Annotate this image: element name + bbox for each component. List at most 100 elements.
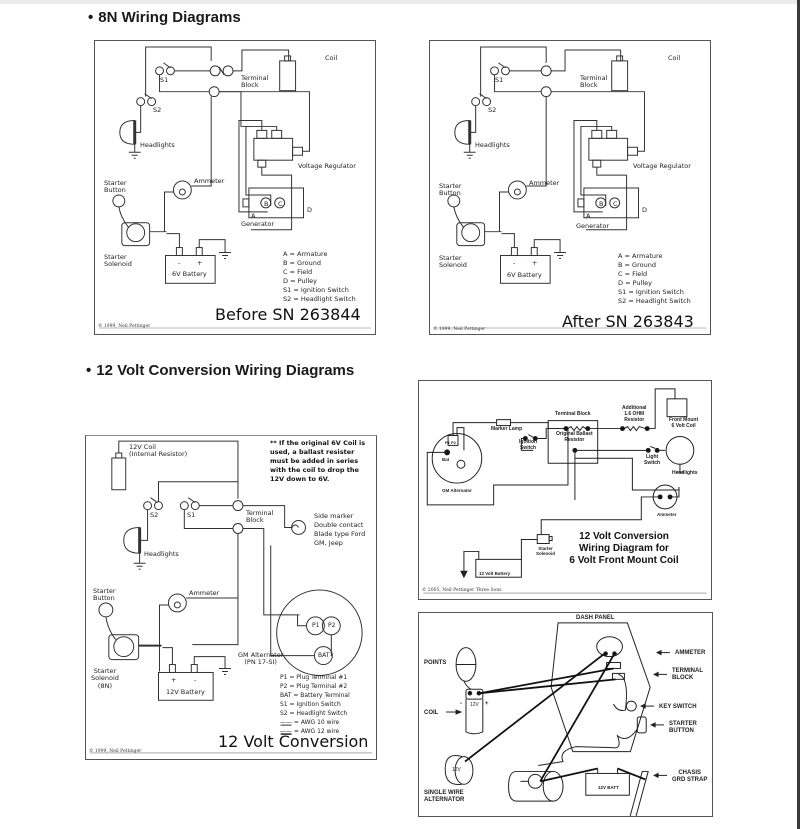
- label-starter-solenoid: Starter Solenoid: [104, 253, 132, 269]
- label-marker-lamp: Marker Lamp: [491, 426, 523, 432]
- label-terminal-block: Terminal Block: [246, 509, 274, 525]
- legend-item: D = Pulley: [283, 277, 317, 285]
- label-battery: 6V Battery: [172, 270, 207, 278]
- label-ammeter: AMMETER: [675, 650, 706, 656]
- label-ammeter: Ammeter: [529, 179, 560, 187]
- viewer-top-band: [0, 0, 797, 4]
- legend-item: —— = AWG 10 wire: [280, 719, 340, 726]
- label-starter-solenoid: Starter Solenoid: [439, 254, 467, 270]
- legend-item: B = Ground: [618, 261, 656, 269]
- diagram-after-sn: Coil S1 S2 Terminal Block Headlights Vol…: [429, 40, 711, 335]
- label-key-switch: KEY SWITCH: [659, 704, 697, 710]
- label-s1: S1: [187, 511, 196, 519]
- diagram-12v-conversion: 12V Coil (Internal Resistor) ** If the o…: [85, 435, 377, 760]
- label-ignition-switch: Ignition Switch: [519, 439, 538, 451]
- wiring-schematic: [98, 46, 372, 329]
- label-additional-resistor: Additional 1.6 OHM Resistor: [622, 405, 647, 423]
- label-voltage-regulator: Voltage Regulator: [298, 162, 356, 170]
- label-battery: 12V BATT: [598, 785, 619, 790]
- label-chassis-ground-strap: CHASIS GRD STRAP: [672, 770, 708, 783]
- label-front-mount-coil: Front Mount 6 Volt Coil: [669, 417, 699, 429]
- legend-item: S2 = Headlight Switch: [280, 710, 348, 717]
- diagram-front-mount-coil: Marker Lamp Terminal Block Ignition Swit…: [418, 380, 712, 600]
- label-terminal-block: Terminal Block: [580, 74, 608, 90]
- label-ammeter: Ammeter: [194, 177, 225, 185]
- label-battery-plus: +: [532, 259, 538, 267]
- diagram-caption: Before SN 263844: [215, 305, 361, 324]
- label-generator: Generator: [576, 222, 610, 230]
- label-starter-solenoid: Starter Solenoid: [536, 546, 555, 557]
- label-coil: 12V Coil (Internal Resistor): [129, 443, 188, 459]
- ballast-note: ** If the original 6V Coil is used, a ba…: [270, 439, 366, 483]
- label-coil: Coil: [668, 54, 681, 62]
- wiring-schematic: [423, 388, 707, 594]
- bullet: •: [88, 9, 94, 26]
- label-gen-a: A: [586, 212, 591, 220]
- label-bat: Bat: [442, 457, 450, 462]
- legend-item: B = Ground: [283, 259, 321, 267]
- label-gen-a: A: [251, 212, 256, 220]
- heading-text: 8N Wiring Diagrams: [98, 9, 241, 26]
- wiring-schematic: [89, 440, 373, 754]
- label-starter-button: Starter Button: [104, 179, 127, 195]
- label-alternator: GM Alternator (PN 17-SI): [238, 651, 284, 667]
- copyright: © 2005, Neil Pettinger Three Sons: [422, 588, 502, 593]
- label-ammeter: Ammeter: [657, 512, 677, 517]
- section-heading-8n: •8N Wiring Diagrams: [88, 9, 241, 26]
- label-headlights: Headlights: [475, 141, 510, 149]
- legend-item: P1 = Plug Terminal #1: [280, 674, 348, 681]
- label-gen-b: B: [264, 200, 269, 208]
- label-dash-panel: DASH PANEL: [576, 615, 615, 621]
- label-s2: S2: [488, 106, 497, 114]
- label-single-wire-alternator: SINGLE WIRE ALTERNATOR: [424, 790, 465, 803]
- diagram-before-sn: Coil S1 S2 Terminal Block Headlights Vol…: [94, 40, 376, 335]
- label-gen-c: C: [613, 200, 618, 208]
- label-starter-button: Starter Button: [439, 182, 462, 198]
- copyright: © 1999, Neil Pettinger: [98, 324, 151, 329]
- label-battery-minus: -: [513, 259, 516, 267]
- label-s1: S1: [160, 76, 169, 84]
- legend: P1 = Plug Terminal #1 P2 = Plug Terminal…: [280, 673, 350, 736]
- legend-item: P2 = Plug Terminal #2: [280, 683, 348, 690]
- legend-item: BAT = Battery Terminal: [280, 692, 350, 699]
- legend-item: C = Field: [618, 270, 648, 278]
- label-terminal-block: TERMINAL BLOCK: [672, 668, 703, 681]
- label-points: POINTS: [424, 660, 447, 666]
- label-battery-plus: +: [171, 676, 177, 684]
- legend-item: S2 = Headlight Switch: [618, 297, 691, 305]
- label-headlights: Headlights: [140, 141, 175, 149]
- diagram-dash-panel: DASH PANEL AMMETER TERMINAL BLOCK KEY SW…: [418, 612, 713, 817]
- wiring-schematic: [444, 622, 670, 816]
- label-ammeter: Ammeter: [189, 589, 220, 597]
- label-gen-c: C: [278, 200, 283, 208]
- legend-item: —— = AWG 12 wire: [280, 728, 340, 735]
- label-starter-button: Starter Button: [93, 587, 116, 603]
- label-gen-b: B: [599, 200, 604, 208]
- heading-text: 12 Volt Conversion Wiring Diagrams: [96, 362, 355, 379]
- label-coil-plus: +: [485, 701, 489, 707]
- label-generator: Generator: [241, 220, 275, 228]
- label-light-switch: Light Switch: [644, 454, 661, 466]
- label-gen-d: D: [307, 206, 313, 214]
- legend-item: A = Armature: [618, 252, 663, 260]
- label-starter-solenoid: Starter Solenoid (8N): [91, 667, 119, 690]
- legend-item: S1 = Ignition Switch: [283, 286, 349, 294]
- label-original-ballast: Original Ballast Resistor: [556, 431, 593, 443]
- copyright: © 1999, Neil Pettinger: [89, 749, 142, 754]
- viewer-scrollbar[interactable]: [797, 0, 800, 829]
- label-gm-alternator: GM Alternator: [442, 488, 472, 493]
- wiring-schematic: [433, 46, 707, 329]
- label-headlights: Headlights: [144, 550, 179, 558]
- label-coil: COIL: [424, 710, 439, 716]
- label-coil-12v: 12V: [470, 702, 479, 708]
- label-s2: S2: [153, 106, 162, 114]
- label-terminal-block: Terminal Block: [241, 74, 269, 90]
- diagram-caption: 12 Volt Conversion: [218, 732, 369, 751]
- legend-item: A = Armature: [283, 250, 328, 258]
- label-alt-12v: 12V: [452, 767, 461, 773]
- label-p2: P2: [328, 622, 336, 629]
- label-battery: 6V Battery: [507, 271, 542, 279]
- label-battery: 12V Battery: [166, 688, 205, 696]
- label-p1: P1: [312, 622, 320, 629]
- label-battery-plus: +: [197, 259, 203, 267]
